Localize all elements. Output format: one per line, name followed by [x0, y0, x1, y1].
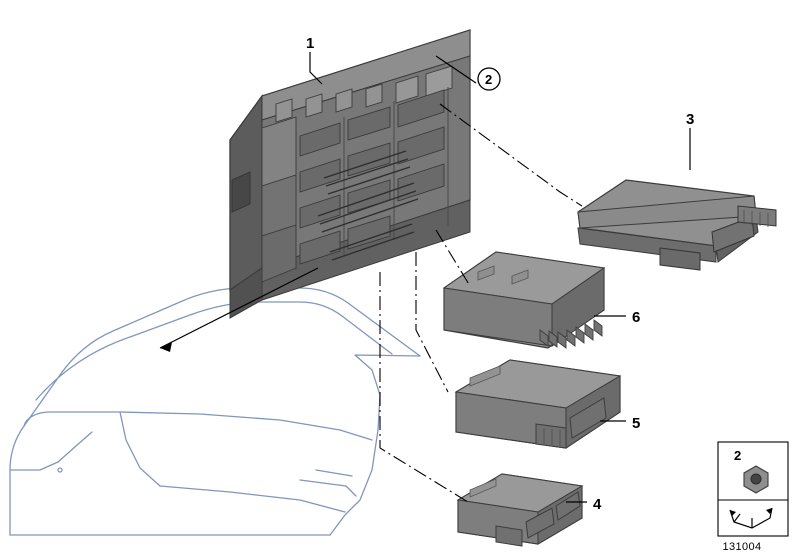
legend-box: 2 [717, 441, 789, 537]
leader-2 [435, 55, 477, 84]
leader-1 [309, 52, 323, 85]
callout-6: 6 [632, 309, 640, 326]
car-outline-illustration [9, 287, 421, 536]
callout-3: 3 [686, 111, 694, 128]
legend-callout-2: 2 [734, 448, 741, 463]
leader-lines [159, 52, 691, 503]
callout-1: 1 [306, 35, 314, 52]
leader-car [159, 267, 319, 349]
dash-dot-connectors [379, 103, 583, 503]
part-3-module [577, 179, 777, 271]
part-6-module [442, 251, 606, 349]
callout-labels: 1 2 3 4 5 6 [306, 35, 694, 513]
diagram-part-number: 131004 [722, 541, 761, 553]
bracket-icon [729, 507, 773, 529]
callout-5: 5 [632, 415, 640, 432]
callout-2-circle [477, 67, 501, 91]
nut-icon [743, 465, 769, 494]
callout-2: 2 [485, 72, 492, 87]
part-1-junction-box [229, 29, 471, 319]
part-4-module [456, 473, 584, 547]
callout-4: 4 [593, 496, 602, 513]
part-5-module [454, 359, 622, 449]
